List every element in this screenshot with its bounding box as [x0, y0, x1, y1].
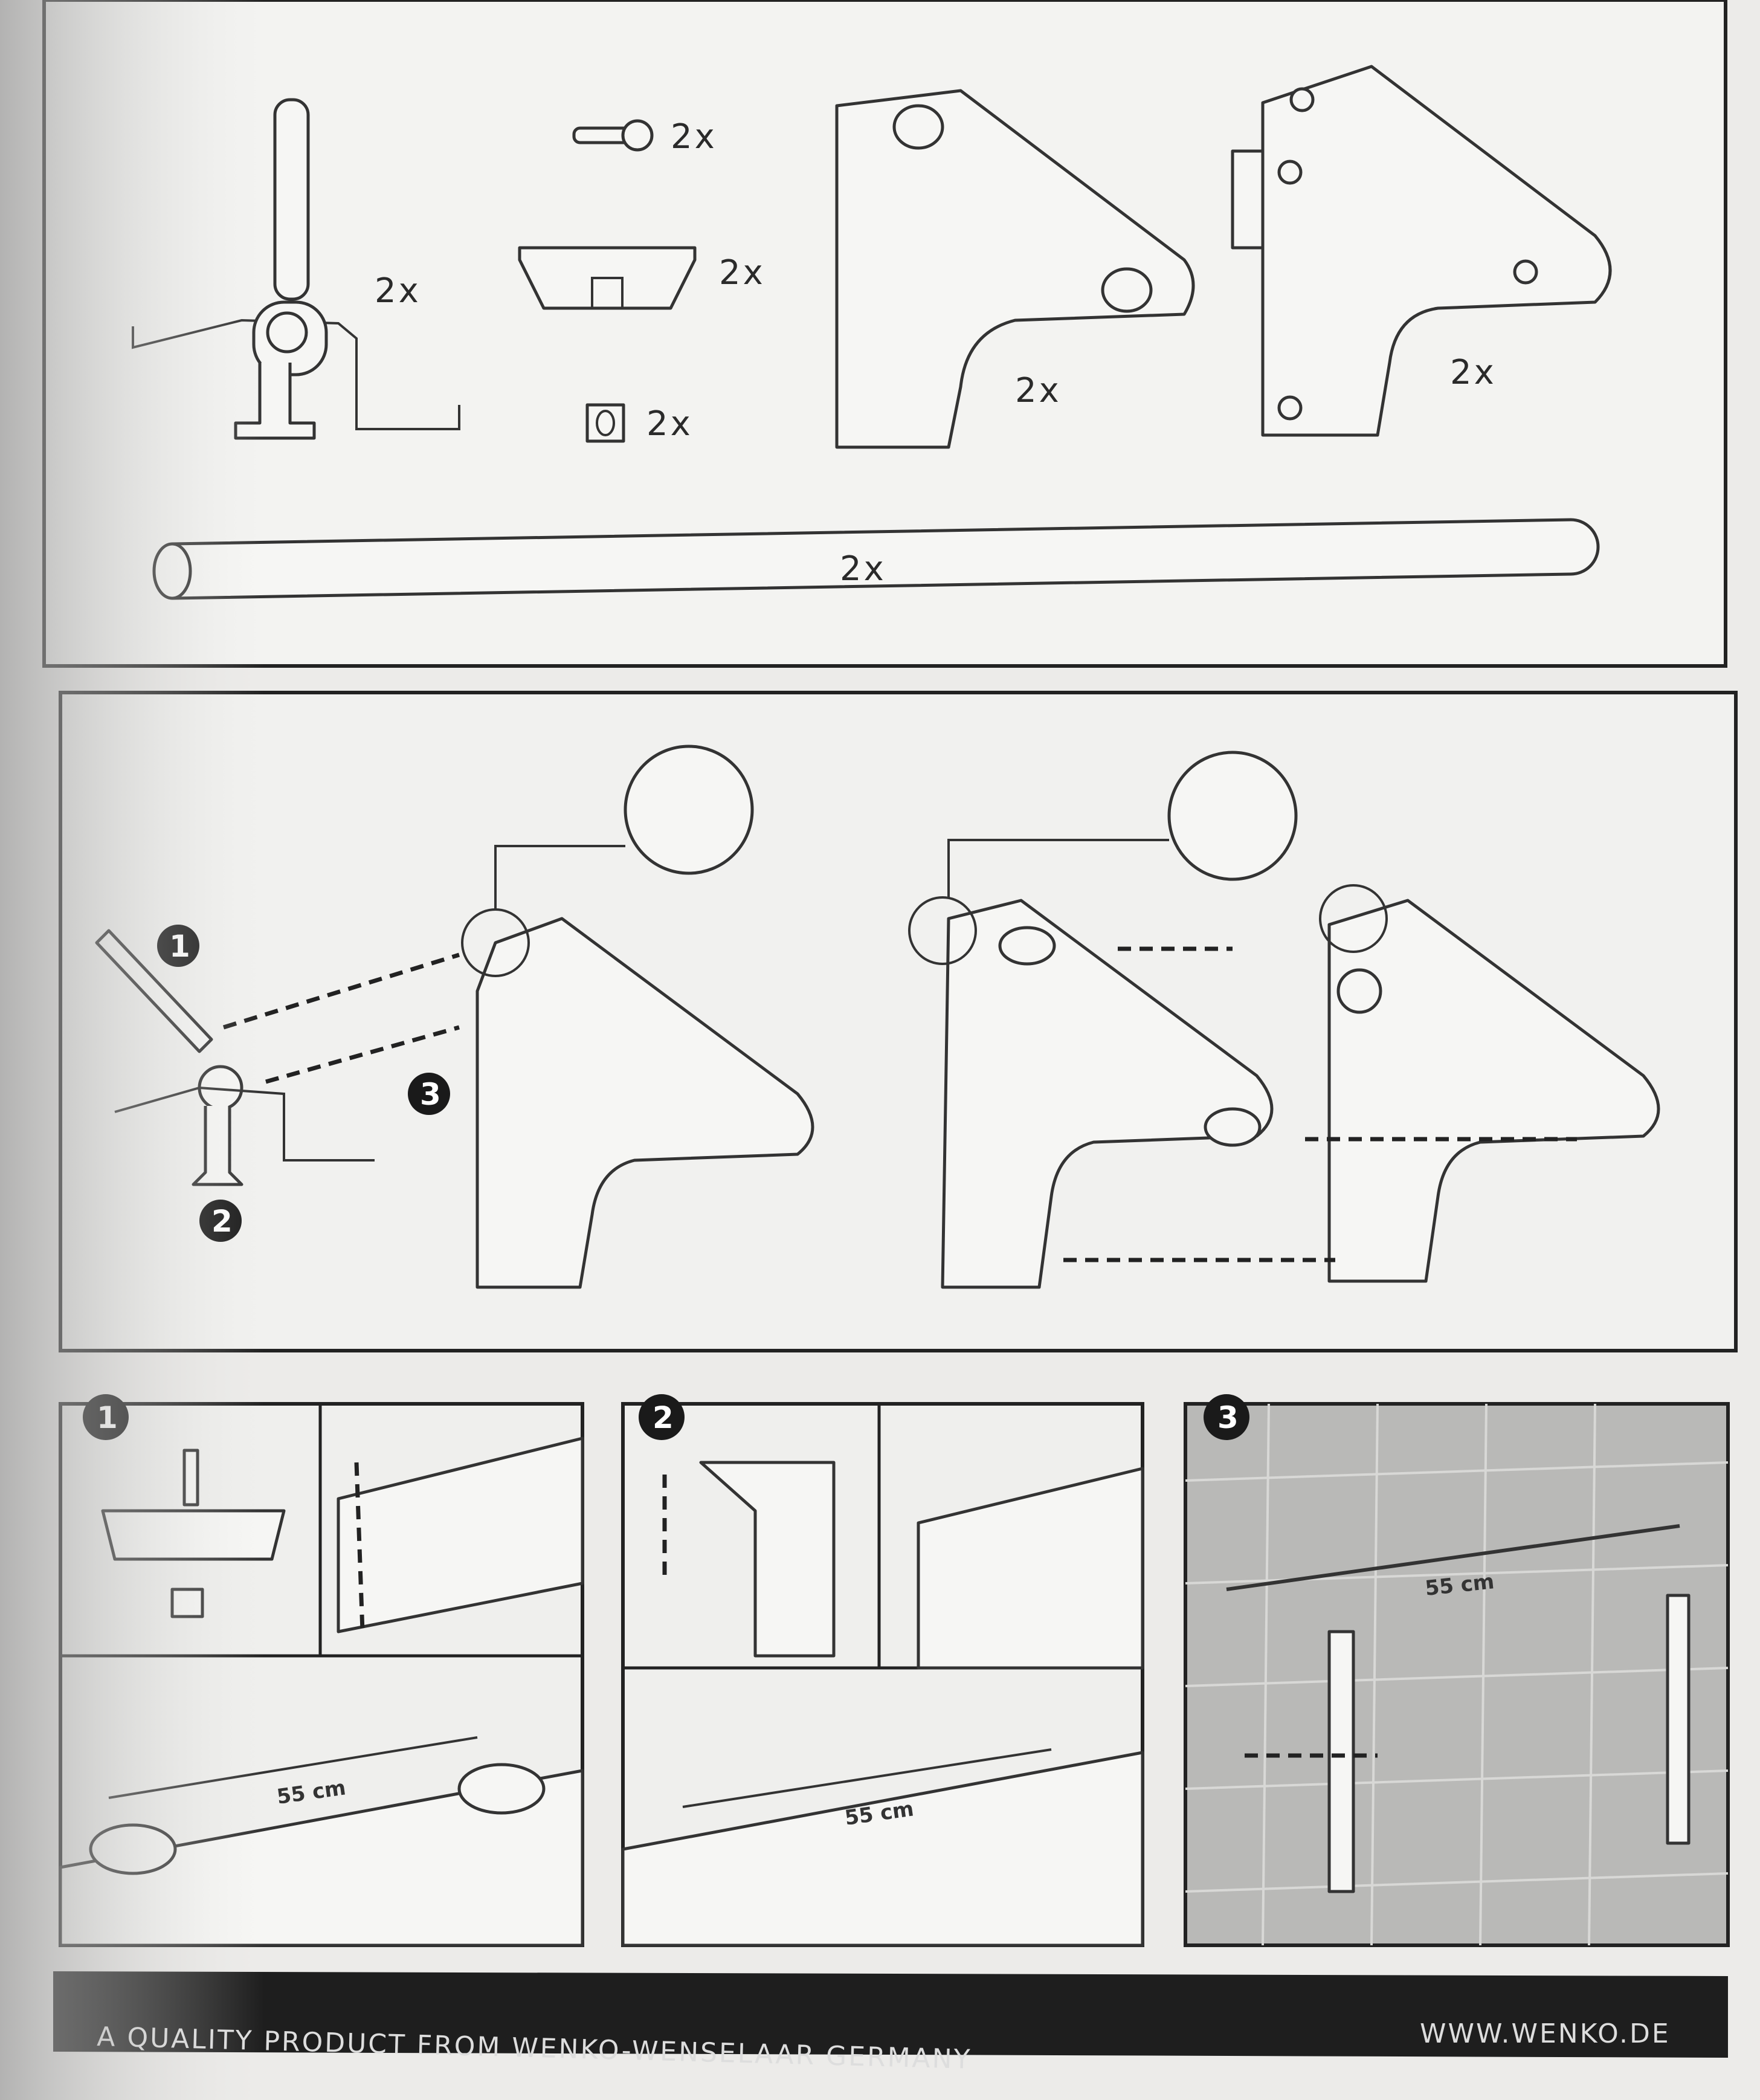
step-2-panel-number: 2 — [653, 1400, 674, 1435]
parts-panel: 2x 2x 2x 2x 2x 2x — [42, 0, 1727, 668]
clip-qty: 2x — [719, 253, 766, 292]
clip-drawing — [518, 246, 697, 310]
step-3-panel-number: 3 — [1217, 1400, 1239, 1435]
step-3-number: 3 — [420, 1077, 441, 1112]
step-panel-3: 55 cm 3 — [1184, 1394, 1730, 1947]
screw-qty: 2x — [671, 117, 717, 157]
nut-qty: 2x — [646, 404, 693, 444]
arm-right-qty: 2x — [1450, 353, 1497, 392]
step-panel-2: 55 cm 2 — [621, 1394, 1144, 1947]
step-2-number: 2 — [211, 1204, 233, 1239]
bracket-qty: 2x — [375, 271, 421, 311]
arm-left-qty: 2x — [1015, 371, 1062, 410]
assembly-panel: 1 2 3 — [59, 691, 1738, 1352]
nut-drawing — [585, 403, 625, 443]
footer-website: WWW.WENKO.DE — [1420, 2018, 1671, 2049]
step-1-panel-number: 1 — [97, 1400, 118, 1435]
step-panel-1: 55 cm 1 — [59, 1394, 584, 1947]
step-1-number: 1 — [169, 929, 190, 964]
rod-qty: 2x — [840, 549, 886, 589]
